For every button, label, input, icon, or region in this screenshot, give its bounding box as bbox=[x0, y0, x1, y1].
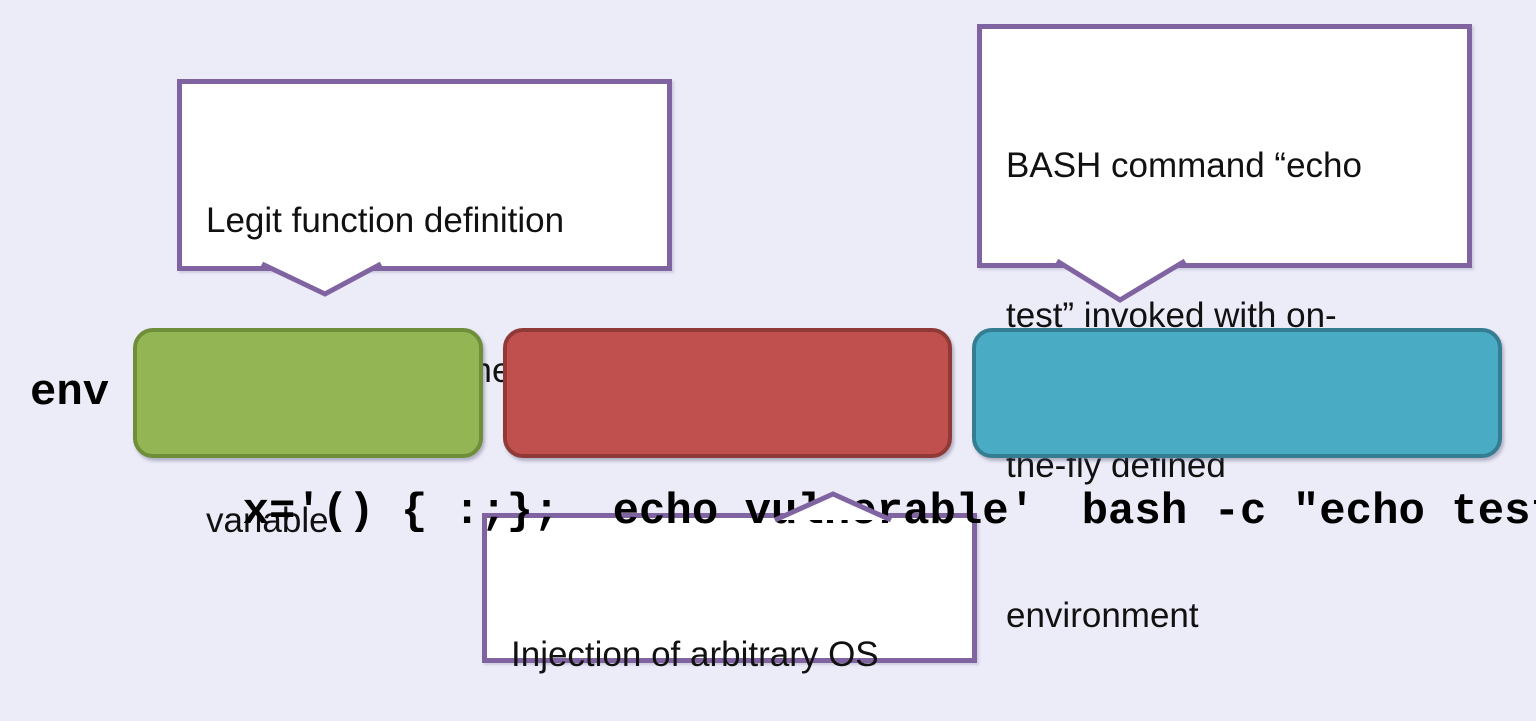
command-segment-bash-invocation: bash -c "echo test" bbox=[972, 328, 1536, 537]
command-segment-injected-os-command: echo vulnerable' bbox=[503, 328, 1035, 537]
callout-os-command-injection: Injection of arbitrary OS command bbox=[482, 513, 977, 674]
callout-text-line: Injection of arbitrary OS bbox=[511, 635, 879, 674]
command-prefix-env: env bbox=[30, 368, 110, 418]
command-segment-text: bash -c "echo test" bbox=[1081, 487, 1536, 537]
callout-legit-function-definition: Legit function definition in BASH enviro… bbox=[177, 79, 672, 540]
command-segment-text: echo vulnerable' bbox=[612, 487, 1036, 537]
callout-bash-command-invoked: BASH command “echo test” invoked with on… bbox=[977, 24, 1472, 635]
callout-text-line: BASH command “echo bbox=[1006, 146, 1362, 185]
command-segment-text: x='() { :;}; bbox=[242, 487, 560, 537]
command-segment-function-definition: x='() { :;}; bbox=[133, 328, 559, 537]
callout-text-line: environment bbox=[1006, 596, 1199, 635]
callout-text-line: variable bbox=[206, 496, 643, 546]
callout-text-line: Legit function definition bbox=[206, 201, 565, 240]
